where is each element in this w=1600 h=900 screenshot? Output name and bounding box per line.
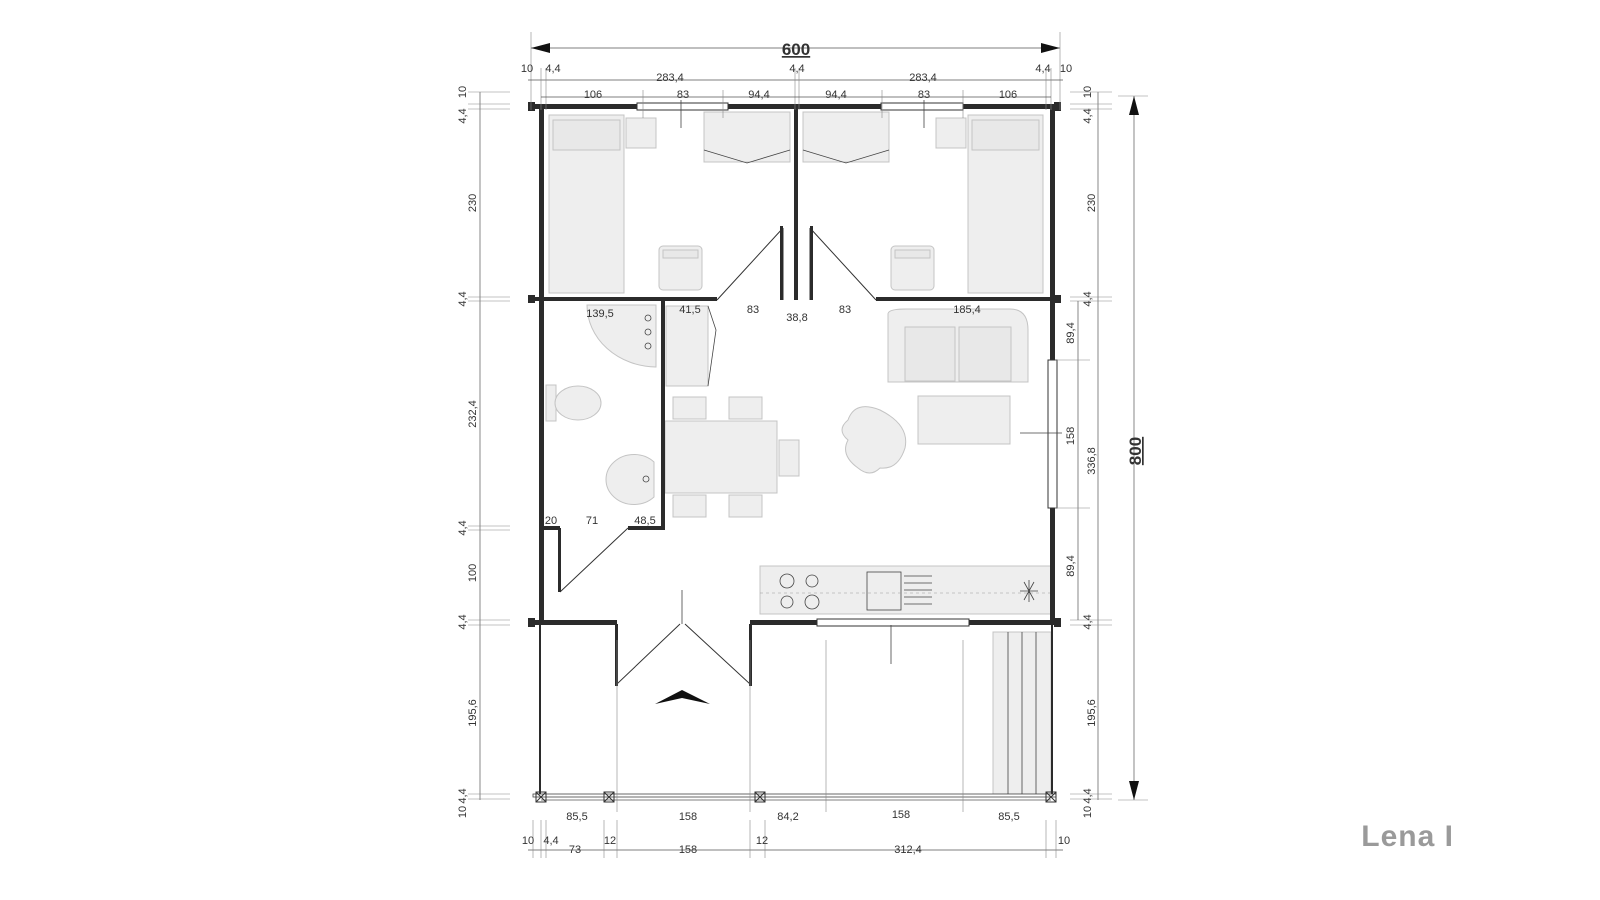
dim-left-7: 4,4	[457, 614, 469, 629]
dim-top-3: 4,4	[789, 63, 804, 75]
dim-bot-2: 73	[569, 844, 581, 856]
dim-bot-6: 312,4	[894, 844, 922, 856]
dim-total-width: 600	[782, 40, 810, 59]
dim-left-3: 4,4	[457, 291, 469, 306]
dim-right-11: 10	[1082, 806, 1094, 818]
dim-right-7: 89,4	[1065, 555, 1077, 576]
dim-left-6: 100	[467, 564, 479, 582]
dim-bot-5: 12	[756, 835, 768, 847]
dim-topin-4: 83	[918, 89, 930, 101]
dim-inner-1: 41,5	[679, 304, 700, 316]
dim-botin-0: 85,5	[566, 811, 587, 823]
dining-table	[664, 420, 778, 494]
pillow-left	[552, 119, 621, 151]
dim-bot-7: 10	[1058, 835, 1070, 847]
bath-sink	[605, 454, 655, 505]
dim-left-0: 10	[457, 86, 469, 98]
dim-top-5: 4,4	[1035, 63, 1050, 75]
dim-top-6: 10	[1060, 63, 1072, 75]
dim-right-4: 89,4	[1065, 322, 1077, 343]
dim-left-1: 4,4	[457, 108, 469, 123]
dim-right-6: 336,8	[1086, 447, 1098, 475]
toilet	[554, 385, 602, 421]
dim-right-9: 195,6	[1086, 699, 1098, 727]
dim-left-5: 4,4	[457, 520, 469, 535]
nightstand-left	[625, 117, 657, 149]
dim-total-depth: 800	[1126, 437, 1145, 465]
dimension-labels: 600 800 10 4,4 283,4 4,4 283,4 4,4 10 10…	[457, 40, 1145, 856]
dim-right-0: 10	[1082, 86, 1094, 98]
wardrobe-left	[703, 111, 791, 163]
dim-bot-0: 10	[522, 835, 534, 847]
dim-bot-4: 158	[679, 844, 697, 856]
dim-inner-8: 48,5	[634, 515, 655, 527]
dim-top-4: 283,4	[909, 72, 937, 84]
dim-topin-0: 106	[584, 89, 602, 101]
wardrobe-right	[802, 111, 890, 163]
dim-right-10: 4,4	[1082, 788, 1094, 803]
dim-botin-3: 158	[892, 809, 910, 821]
window-bedroom-right	[880, 102, 964, 111]
dim-left-2: 230	[467, 194, 479, 212]
dim-right-8: 4,4	[1082, 614, 1094, 629]
dim-inner-5: 185,4	[953, 304, 981, 316]
dim-left-8: 195,6	[467, 699, 479, 727]
dim-top-1: 4,4	[545, 63, 560, 75]
dim-left-4: 232,4	[467, 400, 479, 428]
entrance-arrow-icon	[655, 690, 710, 704]
dim-inner-4: 83	[839, 304, 851, 316]
lounge-chair	[841, 406, 907, 474]
shower	[586, 304, 657, 368]
plan-title: Lena I	[1361, 820, 1454, 853]
dim-bot-1: 4,4	[543, 835, 558, 847]
pillow-right	[971, 119, 1040, 151]
dim-topin-3: 94,4	[825, 89, 846, 101]
coffee-table	[917, 395, 1011, 445]
dim-botin-1: 158	[679, 811, 697, 823]
dim-inner-6: 20	[545, 515, 557, 527]
dim-topin-5: 106	[999, 89, 1017, 101]
dim-right-2: 230	[1086, 194, 1098, 212]
dim-right-1: 4,4	[1082, 108, 1094, 123]
dim-inner-3: 38,8	[786, 312, 807, 324]
furniture	[545, 111, 1053, 795]
window-kitchen	[816, 618, 970, 627]
dim-inner-7: 71	[586, 515, 598, 527]
dim-topin-2: 94,4	[748, 89, 769, 101]
nightstand-right	[935, 117, 967, 149]
fridge	[665, 305, 709, 387]
dim-left-9: 4,4	[457, 788, 469, 803]
window-living-right	[1047, 359, 1058, 509]
dim-botin-4: 85,5	[998, 811, 1019, 823]
dimension-lines	[468, 32, 1148, 858]
dim-inner-2: 83	[747, 304, 759, 316]
dim-right-5: 158	[1065, 427, 1077, 445]
dim-left-10: 10	[457, 806, 469, 818]
window-bedroom-left	[636, 102, 729, 111]
dim-botin-2: 84,2	[777, 811, 798, 823]
dim-top-0: 10	[521, 63, 533, 75]
dim-top-2: 283,4	[656, 72, 684, 84]
dim-right-3: 4,4	[1082, 291, 1094, 306]
windows	[636, 100, 1062, 664]
dim-inner-0: 139,5	[586, 308, 614, 320]
doors	[558, 226, 877, 704]
dim-bot-3: 12	[604, 835, 616, 847]
dim-topin-1: 83	[677, 89, 689, 101]
